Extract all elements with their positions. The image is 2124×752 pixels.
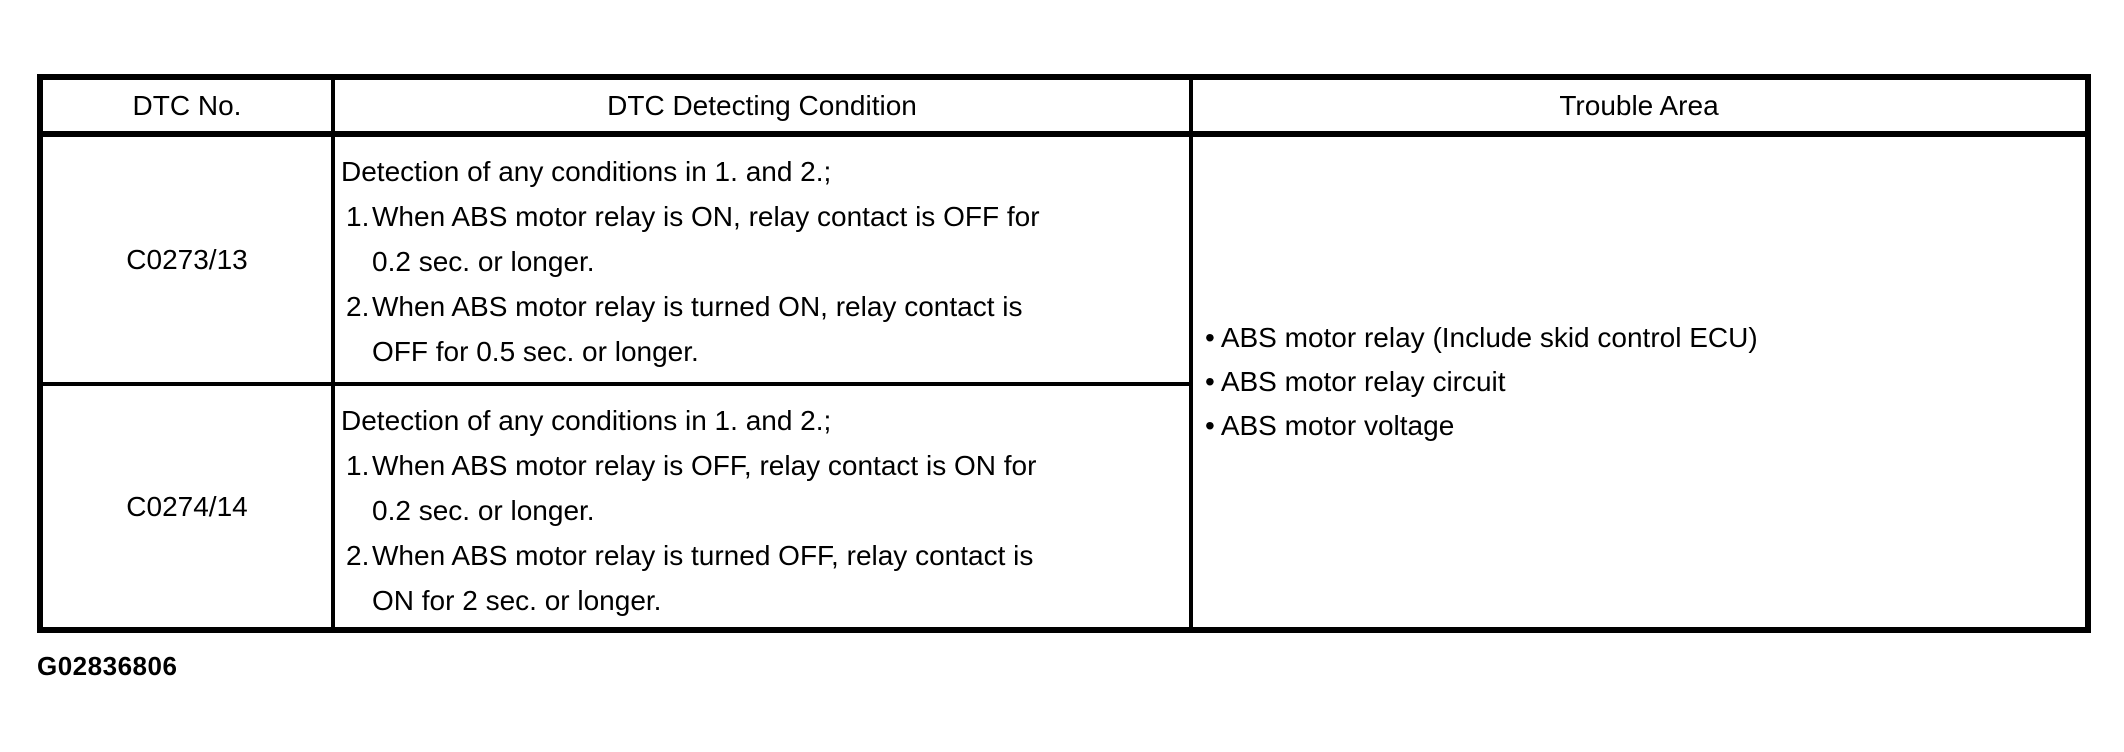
trouble-area-item-text: ABS motor relay (Include skid control EC…	[1220, 322, 1758, 353]
condition-item-number: 1.	[346, 201, 370, 232]
bullet-icon: •	[1205, 410, 1215, 441]
table-header-row: DTC No. DTC Detecting Condition Trouble …	[38, 75, 2090, 137]
trouble-area-item: • ABS motor relay circuit	[1205, 360, 2085, 404]
bullet-icon: •	[1205, 322, 1215, 353]
condition-item-line: 2. When ABS motor relay is turned OFF, r…	[341, 533, 1181, 578]
condition-intro-line: Detection of any conditions in 1. and 2.…	[341, 405, 832, 436]
trouble-area-item: • ABS motor voltage	[1205, 404, 2085, 448]
dtc-detecting-condition-cell: Detection of any conditions in 1. and 2.…	[331, 382, 1193, 632]
column-header-dtc-no: DTC No.	[38, 75, 335, 137]
dtc-detecting-condition-cell: Detection of any conditions in 1. and 2.…	[331, 132, 1193, 386]
condition-item-number: 2.	[346, 540, 370, 571]
condition-item-text: When ABS motor relay is turned ON, relay…	[372, 291, 1023, 322]
condition-continuation-line: 0.2 sec. or longer.	[372, 246, 595, 277]
trouble-area-item: • ABS motor relay (Include skid control …	[1205, 316, 2085, 360]
trouble-area-cell: • ABS motor relay (Include skid control …	[1189, 132, 2090, 632]
column-header-trouble-area: Trouble Area	[1189, 75, 2090, 137]
condition-item-text: When ABS motor relay is ON, relay contac…	[372, 201, 1040, 232]
condition-item-text: When ABS motor relay is OFF, relay conta…	[372, 450, 1037, 481]
table-row: C0274/14 Detection of any conditions in …	[38, 382, 2088, 632]
condition-item-line: 2. When ABS motor relay is turned ON, re…	[341, 284, 1181, 329]
bullet-icon: •	[1205, 366, 1215, 397]
condition-continuation-line: 0.2 sec. or longer.	[372, 495, 595, 526]
trouble-area-item-text: ABS motor relay circuit	[1220, 366, 1506, 397]
table-row: C0273/13 Detection of any conditions in …	[38, 132, 2090, 632]
dtc-number-cell: C0273/13	[38, 132, 335, 386]
dtc-table: DTC No. DTC Detecting Condition Trouble …	[37, 74, 2091, 633]
condition-intro-line: Detection of any conditions in 1. and 2.…	[341, 156, 832, 187]
figure-code: G02836806	[37, 651, 178, 681]
condition-item-number: 2.	[346, 291, 370, 322]
condition-continuation-line: ON for 2 sec. or longer.	[372, 585, 662, 616]
condition-item-number: 1.	[346, 450, 370, 481]
condition-item-text: When ABS motor relay is turned OFF, rela…	[372, 540, 1034, 571]
column-header-detecting-condition: DTC Detecting Condition	[331, 75, 1193, 137]
condition-continuation-line: OFF for 0.5 sec. or longer.	[372, 336, 699, 367]
condition-item-line: 1. When ABS motor relay is OFF, relay co…	[341, 443, 1181, 488]
dtc-number-cell: C0274/14	[38, 382, 335, 632]
condition-item-line: 1. When ABS motor relay is ON, relay con…	[341, 194, 1181, 239]
trouble-area-item-text: ABS motor voltage	[1220, 410, 1455, 441]
